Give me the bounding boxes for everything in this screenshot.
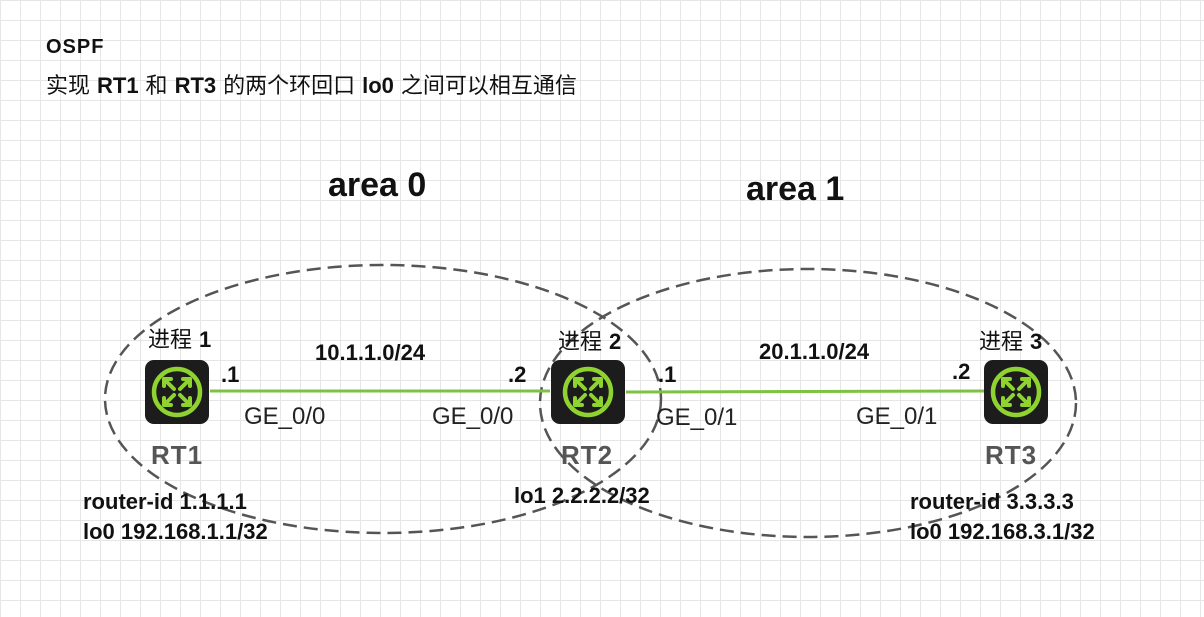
router-icon[interactable] xyxy=(983,359,1049,425)
loopback-rt1: lo0 192.168.1.1/32 xyxy=(83,519,268,544)
port-rt3-ge01: GE_0/1 xyxy=(856,403,938,430)
port-rt1-ge00: GE_0/0 xyxy=(244,403,326,430)
port-rt2-ge01: GE_0/1 xyxy=(656,404,738,431)
area-0-outline xyxy=(103,263,663,535)
subtitle-rt1: RT1 xyxy=(97,73,139,98)
router-name-rt2: RT2 xyxy=(561,440,614,470)
router-name-rt3: RT3 xyxy=(985,440,1038,470)
diagram-title: OSPF xyxy=(46,36,105,58)
ip-rt2-ge01: .1 xyxy=(658,362,677,387)
router-info-rt2: lo1 2.2.2.2/32 xyxy=(514,481,650,511)
subtitle-rt3: RT3 xyxy=(174,73,217,98)
subtitle-text: 之间可以相互通信 xyxy=(393,74,577,99)
network-label-1: 10.1.1.0/24 xyxy=(315,340,426,365)
ip-rt2-ge00: .2 xyxy=(508,362,527,387)
subtitle-lo0: lo0 xyxy=(362,73,394,98)
router-icon[interactable] xyxy=(550,359,625,425)
subtitle-text: 实现 xyxy=(46,74,97,99)
network-label-2: 20.1.1.0/24 xyxy=(759,339,870,364)
router-id-rt1: router-id 1.1.1.1 xyxy=(83,489,247,514)
router-rt2-icon xyxy=(551,360,625,424)
process-text: 进程 xyxy=(979,330,1024,355)
process-label-rt2: 进程 2 xyxy=(558,324,621,356)
router-info-rt3: router-id 3.3.3.3 lo0 192.168.3.1/32 xyxy=(910,487,1095,547)
subtitle-text: 的两个环回口 xyxy=(216,74,363,99)
area-0-label: area 0 xyxy=(328,166,427,204)
router-name-rt1: RT1 xyxy=(151,440,204,470)
ip-rt3-ge01: .2 xyxy=(952,359,971,384)
link-rt2-rt3 xyxy=(625,389,986,394)
area-1-outline xyxy=(538,267,1078,539)
process-number: 2 xyxy=(609,329,622,354)
router-id-rt3: router-id 3.3.3.3 xyxy=(910,489,1074,514)
loopback-rt3: lo0 192.168.3.1/32 xyxy=(910,519,1095,544)
process-text: 进程 xyxy=(148,328,193,353)
subtitle-text: 和 xyxy=(138,74,175,99)
process-number: 1 xyxy=(199,327,212,352)
process-label-rt1: 进程 1 xyxy=(148,322,211,354)
ip-rt1-ge00: .1 xyxy=(221,362,240,387)
router-icon[interactable] xyxy=(144,359,210,425)
loopback-rt2: lo1 2.2.2.2/32 xyxy=(514,483,650,508)
router-rt1-icon xyxy=(145,360,209,424)
port-rt2-ge00: GE_0/0 xyxy=(432,403,514,430)
router-rt3-icon xyxy=(984,360,1048,424)
process-text: 进程 xyxy=(558,330,603,355)
process-number: 3 xyxy=(1030,329,1043,354)
process-label-rt3: 进程 3 xyxy=(979,324,1042,356)
area-1-label: area 1 xyxy=(746,170,845,208)
diagram-subtitle: 实现 RT1 和 RT3 的两个环回口 lo0 之间可以相互通信 xyxy=(46,68,577,100)
router-info-rt1: router-id 1.1.1.1 lo0 192.168.1.1/32 xyxy=(83,487,268,547)
